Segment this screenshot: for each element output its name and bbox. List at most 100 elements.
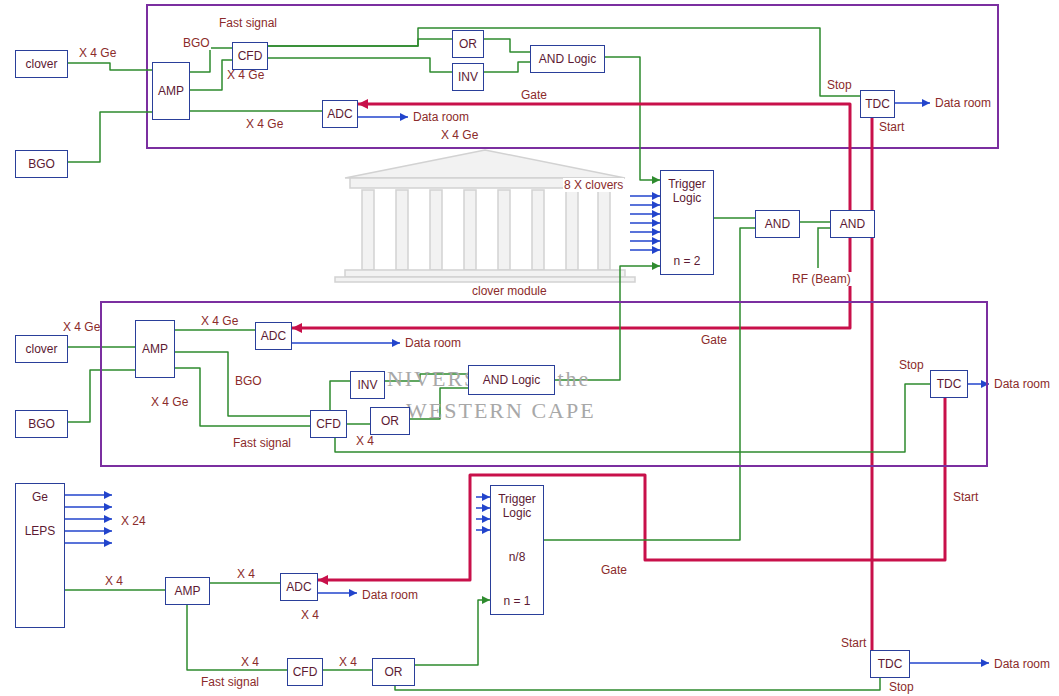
box-text: AND	[765, 217, 790, 231]
logic-gate: INV	[350, 371, 385, 399]
signal-label: X 4 Ge	[226, 68, 265, 82]
watermark-column	[362, 190, 374, 270]
signal-label: Data room	[993, 377, 1051, 391]
signal-label: Data room	[934, 96, 992, 110]
amplifier-box: AMP	[152, 62, 190, 120]
signal-label: X 4 Ge	[150, 395, 189, 409]
signal-label: X 4	[236, 567, 256, 581]
box-text: AND Logic	[539, 52, 596, 66]
box-text: INV	[357, 378, 377, 392]
signal-label: Stop	[888, 680, 915, 694]
logic-gate: OR	[370, 407, 410, 435]
gate-wire	[358, 104, 850, 210]
trigger-input-arrow	[476, 529, 490, 531]
detector-box: BGO	[15, 150, 68, 178]
logic-gate: AND	[755, 210, 800, 238]
signal-label: X 4 Ge	[440, 128, 479, 142]
signal-wire	[714, 217, 755, 219]
signal-wire	[68, 112, 152, 162]
tdc-box: TDC	[870, 650, 910, 678]
module-frame	[147, 5, 998, 148]
box-text: ADC	[261, 329, 286, 343]
trigger-input-arrow	[476, 518, 490, 520]
box-text: CFD	[293, 665, 318, 679]
gate-wire	[871, 238, 874, 650]
signal-label: X 4	[104, 574, 124, 588]
watermark-column	[464, 190, 476, 270]
signal-label: Data room	[404, 336, 462, 350]
box-text: OR	[385, 665, 403, 679]
tdc-box: TDC	[860, 90, 895, 118]
adc-box: ADC	[322, 100, 358, 128]
signal-wire	[175, 329, 255, 331]
cfd-box: CFD	[310, 410, 347, 438]
watermark-base	[345, 270, 625, 277]
trigger-input-arrow	[476, 507, 490, 509]
box-text: clover	[25, 342, 57, 356]
box-text: AMP	[158, 84, 184, 98]
watermark-column	[498, 190, 510, 270]
signal-wire	[605, 57, 660, 180]
signal-wire	[484, 62, 530, 72]
module-heading: clover module	[472, 284, 547, 298]
signal-label: X 4 Ge	[62, 320, 101, 334]
signal-label: Fast signal	[218, 16, 278, 30]
box-text: ADC	[286, 580, 311, 594]
rf-wire	[818, 228, 830, 268]
signal-wire	[175, 368, 310, 426]
box-text: TDC	[865, 97, 890, 111]
amplifier-box: AMP	[165, 577, 210, 605]
box-text: Trigger Logic	[493, 492, 541, 520]
trigger-input-arrow	[630, 231, 660, 233]
watermark-column	[396, 190, 408, 270]
data-room-arrows	[65, 103, 989, 663]
box-text: AND	[840, 217, 865, 231]
gate-wire	[318, 398, 945, 580]
box-text: LEPS	[25, 524, 56, 538]
box-text: INV	[458, 70, 478, 84]
leps-output-arrow	[65, 542, 112, 544]
signal-label: Data room	[412, 110, 470, 124]
logic-gate: OR	[372, 658, 415, 686]
box-text: n/8	[509, 550, 526, 564]
box-text: OR	[381, 414, 399, 428]
signal-wire	[190, 110, 322, 112]
leps-output-arrow	[65, 518, 112, 520]
box-text: clover	[25, 57, 57, 71]
signal-label: Gate	[520, 88, 548, 102]
data-arrow	[895, 102, 930, 104]
signal-label: Gate	[600, 563, 628, 577]
signal-wire	[347, 423, 370, 425]
trigger-logic-box: Trigger Logicn/8n = 1	[490, 485, 544, 615]
signal-wire	[330, 381, 350, 410]
watermark-building	[335, 150, 635, 282]
signal-label: X 4	[338, 655, 358, 669]
detector-box: BGO	[15, 410, 68, 438]
leps-output-arrow	[65, 506, 112, 508]
watermark-column	[566, 190, 578, 270]
trigger-input-arrow	[476, 496, 490, 498]
signal-label: BGO	[234, 374, 263, 388]
signal-wire	[323, 669, 372, 671]
signal-wire	[210, 582, 280, 584]
tdc-box: TDC	[930, 370, 968, 398]
data-arrow	[968, 383, 989, 385]
detector-box: clover	[15, 50, 68, 78]
signal-label: RF (Beam)	[791, 272, 852, 286]
signal-wire	[175, 352, 310, 416]
signal-label: Start	[878, 120, 905, 134]
signal-label: Start	[840, 636, 867, 650]
watermark-column	[430, 190, 442, 270]
signal-wire	[415, 600, 490, 665]
box-text: Ge	[32, 490, 48, 504]
signal-label: X 24	[120, 514, 147, 528]
adc-box: ADC	[280, 573, 318, 601]
signal-wire	[268, 28, 860, 96]
cfd-box: CFD	[287, 658, 323, 686]
signal-label: X 4 Ge	[200, 314, 239, 328]
box-text: Trigger Logic	[663, 177, 711, 205]
trigger-logic-box: Trigger Logicn = 2	[660, 170, 714, 275]
data-arrow	[910, 662, 989, 664]
logic-gate: AND Logic	[530, 45, 605, 73]
